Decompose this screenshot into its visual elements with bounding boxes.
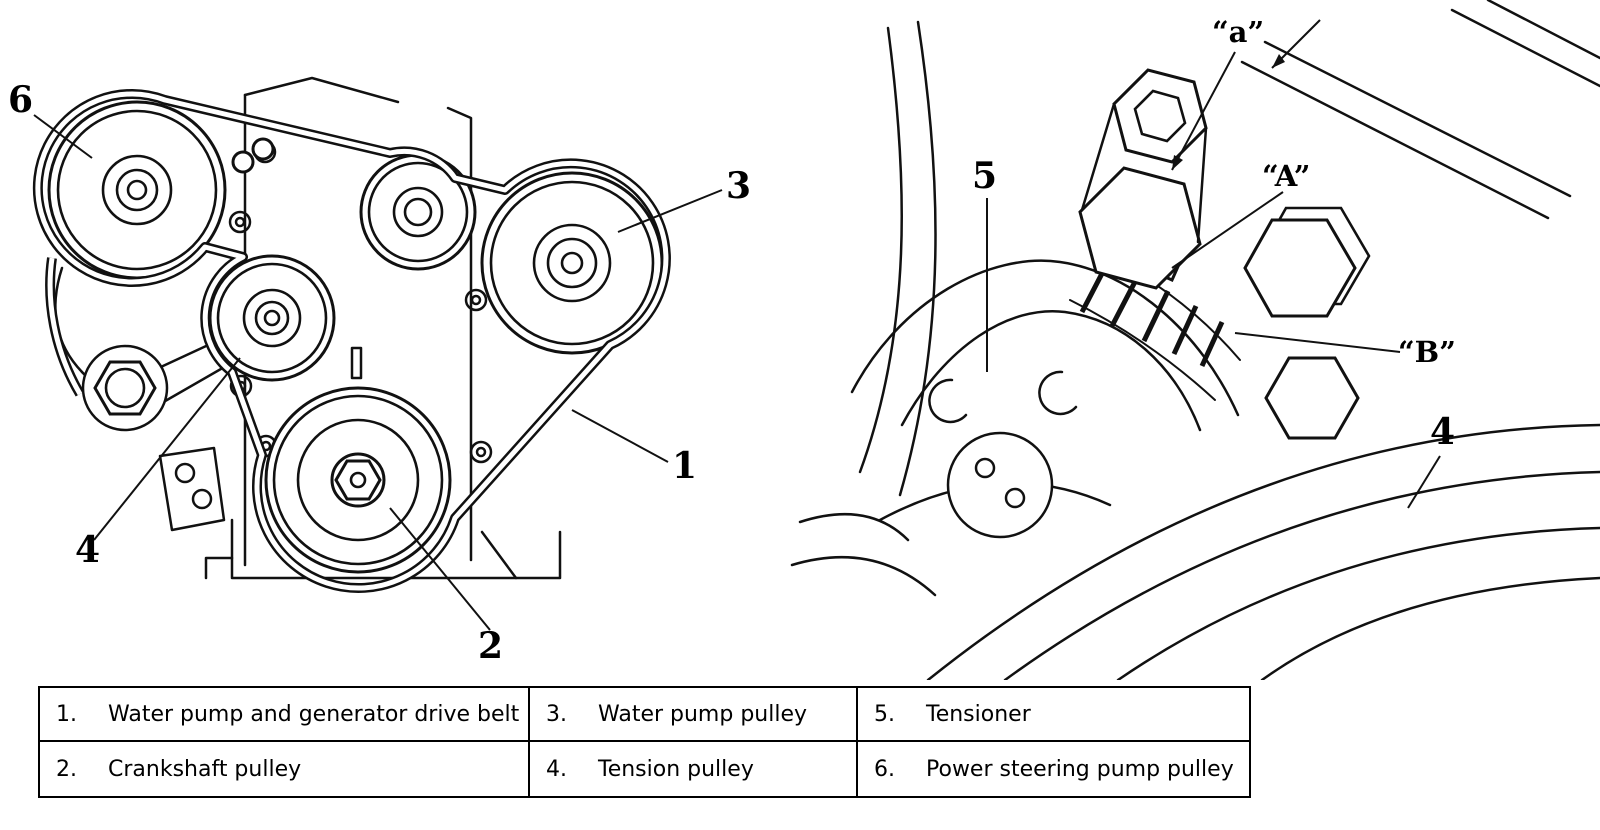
crank-pulley-rim-arcs xyxy=(926,423,1600,680)
left-leader-lines xyxy=(33,114,723,631)
legend-number: 3. xyxy=(546,701,567,727)
right-diagram: “a” “A” “B” 4 5 xyxy=(790,0,1600,680)
lower-hex-bolt xyxy=(1264,356,1360,440)
water-pump-pulley xyxy=(480,171,664,355)
bolt-hole xyxy=(251,137,275,161)
legend-table: 1. Water pump and generator drive belt 3… xyxy=(38,686,1251,798)
drive-belt xyxy=(32,88,671,593)
legend-label: Water pump pulley xyxy=(598,701,808,727)
legend-item-2: 2. Crankshaft pulley xyxy=(40,742,530,796)
legend-number: 6. xyxy=(874,756,895,782)
legend-number: 2. xyxy=(56,756,77,782)
power-steering-pump-pulley xyxy=(47,100,227,280)
legend-item-5: 5. Tensioner xyxy=(858,688,1249,742)
legend-label: Water pump and generator drive belt xyxy=(108,701,520,727)
legend-number: 1. xyxy=(56,701,77,727)
crankshaft-pulley xyxy=(264,386,452,574)
legend-label: Crankshaft pulley xyxy=(108,756,302,782)
callout-4-crank-pulley: 4 xyxy=(1430,411,1455,453)
legend-item-1: 1. Water pump and generator drive belt xyxy=(40,688,530,742)
callout-2-crankshaft-pulley: 2 xyxy=(478,625,503,667)
idler-pulley xyxy=(359,153,477,271)
adjusting-bolt xyxy=(1243,206,1371,318)
callout-3-water-pump-pulley: 3 xyxy=(726,165,751,207)
tension-pulley xyxy=(208,254,336,382)
tensioner-scale-marks xyxy=(1069,249,1241,401)
tensioner-bolt xyxy=(93,360,157,416)
left-diagram: 6 3 1 4 2 xyxy=(8,76,751,667)
background-edges xyxy=(790,0,1600,597)
tensioner-center-bolt xyxy=(1078,68,1208,290)
legend-label: Power steering pump pulley xyxy=(926,756,1234,782)
callout-mark-A: “A” xyxy=(1262,159,1310,193)
callout-6-power-steering-pulley: 6 xyxy=(8,79,33,121)
legend-item-3: 3. Water pump pulley xyxy=(530,688,858,742)
gap-a-arrows xyxy=(1171,19,1321,171)
callout-mark-B: “B” xyxy=(1398,335,1456,369)
callout-5-tensioner: 5 xyxy=(972,155,997,197)
legend-number: 4. xyxy=(546,756,567,782)
bolt-hole xyxy=(231,150,255,174)
tensioner-body xyxy=(850,259,1240,539)
callout-1-drive-belt: 1 xyxy=(672,445,697,487)
right-leader-lines xyxy=(986,191,1441,509)
diagram-canvas: 6 3 1 4 2 xyxy=(8,0,1600,680)
legend-label: Tensioner xyxy=(926,701,1031,727)
legend-item-4: 4. Tension pulley xyxy=(530,742,858,796)
callout-gap-a: “a” xyxy=(1212,15,1264,49)
legend-number: 5. xyxy=(874,701,895,727)
legend-item-6: 6. Power steering pump pulley xyxy=(858,742,1249,796)
legend-label: Tension pulley xyxy=(598,756,754,782)
callout-4-tension-pulley: 4 xyxy=(75,529,100,571)
